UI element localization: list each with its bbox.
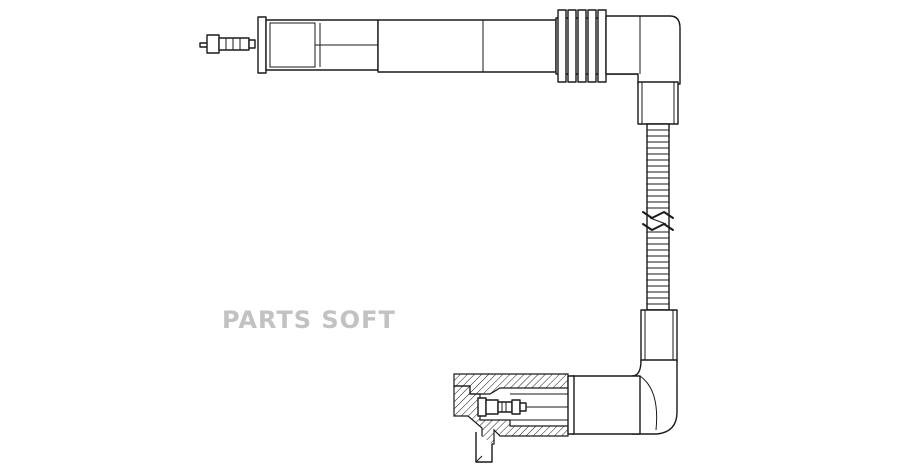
spark-plug-cross-section [453, 373, 575, 463]
watermark-text: PARTS SOFT [222, 306, 396, 334]
spark-plug-boot [571, 309, 678, 435]
ribbed-boot-section [555, 9, 641, 83]
coil-boot-body [257, 16, 557, 74]
corrugated-cable [642, 123, 674, 311]
coil-terminal-pin [199, 34, 256, 54]
top-elbow [605, 15, 681, 125]
